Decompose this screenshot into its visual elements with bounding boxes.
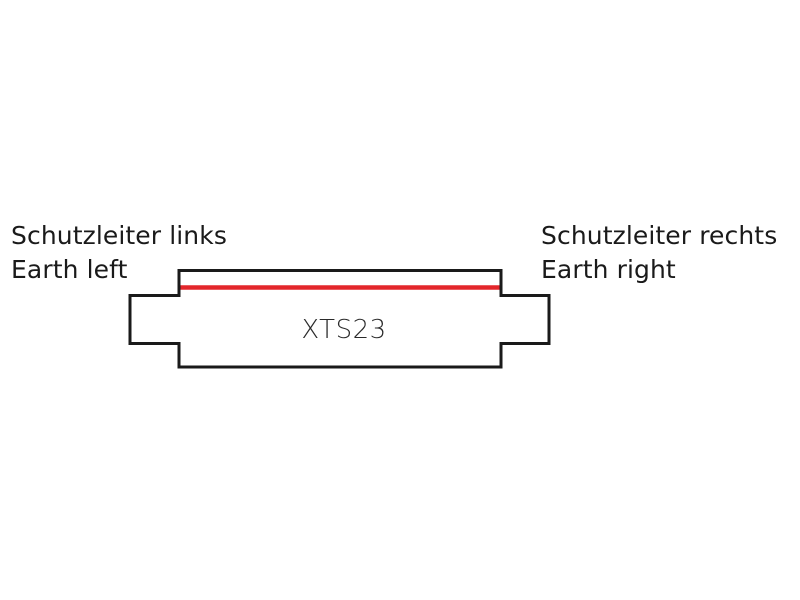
earth-left-label-english: Earth left [11,255,128,284]
earth-right-label-german: Schutzleiter rechts [541,221,778,250]
earth-left-label-german: Schutzleiter links [11,221,227,250]
earth-left-label: Schutzleiter links Earth left [11,219,227,287]
earth-right-label-english: Earth right [541,255,676,284]
part-name-label: XTS23 [301,315,386,345]
connector-outline [128,269,551,369]
earth-right-label: Schutzleiter rechts Earth right [541,219,777,287]
